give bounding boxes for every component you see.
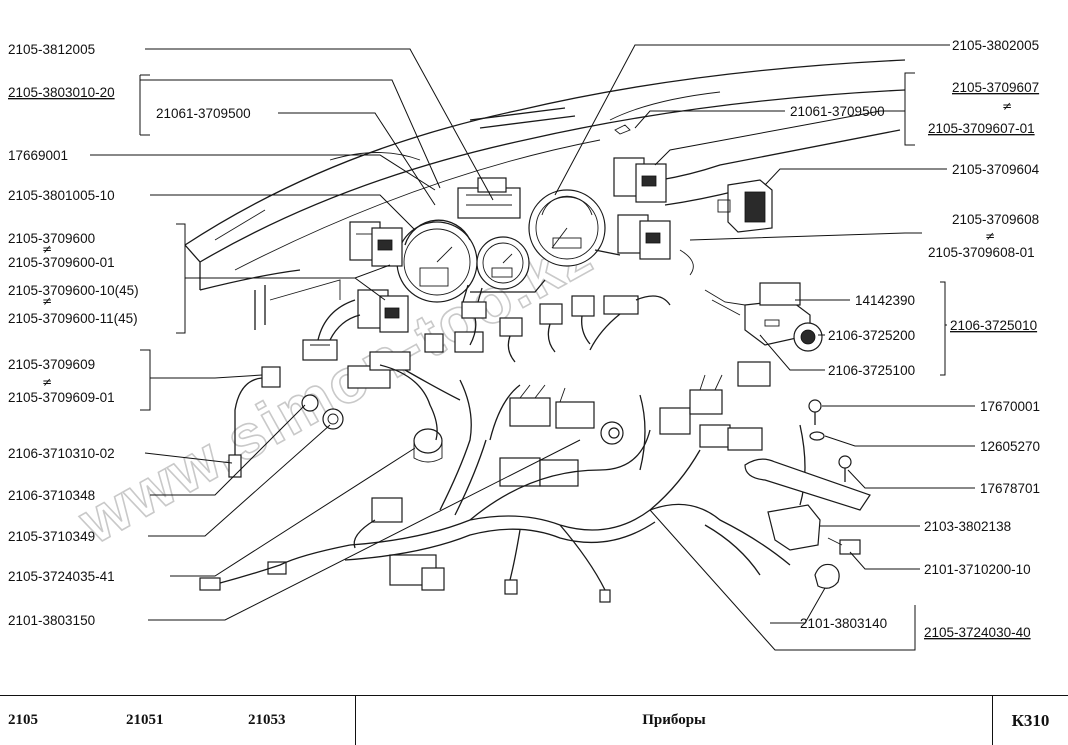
part-label-2105-3710349: 2105-3710349 <box>8 529 95 544</box>
instrument-cluster <box>396 189 621 303</box>
speedometer-gauge <box>528 189 606 267</box>
part-label-2105-3724030-40: 2105-3724030-40 <box>924 625 1031 640</box>
switch-2105-3709604 <box>717 179 773 233</box>
part-label-2105-3802005: 2105-3802005 <box>952 38 1039 53</box>
part-label-2105-3801005-10: 2105-3801005-10 <box>8 188 115 203</box>
part-label-2105-3724035-41: 2105-3724035-41 <box>8 569 115 584</box>
not-equal-sign: ≠ <box>985 229 995 243</box>
top-bracket <box>457 177 521 219</box>
not-equal-sign: ≠ <box>42 375 52 389</box>
switch-block-lower-right <box>617 214 671 260</box>
model-code: 2105 <box>8 712 38 728</box>
part-label-2105-3709600-11-45: 2105-3709600-11(45) <box>8 311 138 326</box>
not-equal-sign: ≠ <box>42 242 52 256</box>
central-connectors <box>199 295 771 603</box>
part-label-2106-3710348: 2106-3710348 <box>8 488 95 503</box>
right-switch-blocks <box>613 157 773 260</box>
left-switch-blocks <box>302 221 409 361</box>
section-code: К310 <box>1011 711 1050 730</box>
part-label-21061-3709500-right: 21061-3709500 <box>790 104 885 119</box>
part-label-2106-3710310-02: 2106-3710310-02 <box>8 446 115 461</box>
switch-block-upper-left <box>349 221 403 267</box>
page-title: Приборы <box>356 696 993 745</box>
part-label-14142390: 14142390 <box>855 293 915 308</box>
not-equal-sign: ≠ <box>42 294 52 308</box>
part-label-2106-3725010: 2106-3725010 <box>950 318 1037 333</box>
part-label-2105-3709609: 2105-3709609 <box>8 357 95 372</box>
switch-block-upper-right <box>613 157 667 203</box>
part-label-2105-3709600-01: 2105-3709600-01 <box>8 255 115 270</box>
leader-lines <box>90 44 975 651</box>
part-label-2105-3803010-20: 2105-3803010-20 <box>8 85 115 100</box>
part-label-2105-3709608-01: 2105-3709608-01 <box>928 245 1035 260</box>
part-label-2106-3725100: 2106-3725100 <box>828 363 915 378</box>
left-gauge <box>396 219 478 303</box>
wiring-harness <box>219 284 791 591</box>
not-equal-sign: ≠ <box>1002 99 1012 113</box>
part-label-2105-3709604: 2105-3709604 <box>952 162 1040 177</box>
part-label-2105-3812005: 2105-3812005 <box>8 42 95 57</box>
cigarette-lighter-assembly <box>704 282 823 352</box>
part-label-2105-3709600-10-45: 2105-3709600-10(45) <box>8 283 139 298</box>
part-label-12605270: 12605270 <box>980 439 1040 454</box>
part-label-2101-3803140: 2101-3803140 <box>800 616 887 631</box>
title-block: 2105 21051 21053 Приборы К310 <box>0 695 1068 745</box>
part-label-2106-3725200: 2106-3725200 <box>828 328 915 343</box>
part-label-17670001: 17670001 <box>980 399 1040 414</box>
part-label-2105-3709607: 2105-3709607 <box>952 80 1039 95</box>
left-connector-group <box>302 299 361 361</box>
switch-block-lower-left <box>357 289 409 333</box>
part-label-21061-3709500-left: 21061-3709500 <box>156 106 251 121</box>
part-label-17678701: 17678701 <box>980 481 1040 496</box>
part-label-2105-3709609-01: 2105-3709609-01 <box>8 390 115 405</box>
part-label-17669001: 17669001 <box>8 148 68 163</box>
part-label-2103-3802138: 2103-3802138 <box>924 519 1011 534</box>
dashboard-outline <box>184 59 906 330</box>
model-code: 21051 <box>126 712 164 728</box>
part-labels: 2105-3812005 2105-3803010-20 21061-37095… <box>8 38 1040 640</box>
instrument-panel-exploded-diagram: www.simon-too.kz <box>8 38 1040 651</box>
part-label-2101-3803150: 2101-3803150 <box>8 613 95 628</box>
part-label-2105-3709607-01: 2105-3709607-01 <box>928 121 1035 136</box>
part-label-2105-3709600: 2105-3709600 <box>8 231 95 246</box>
model-code: 21053 <box>248 712 286 728</box>
part-label-2101-3710200-10: 2101-3710200-10 <box>924 562 1031 577</box>
center-gauge <box>476 236 530 290</box>
left-small-parts <box>228 366 443 478</box>
model-list: 2105 21051 21053 <box>0 696 356 745</box>
right-lower-parts <box>744 399 871 589</box>
part-label-2105-3709608: 2105-3709608 <box>952 212 1039 227</box>
